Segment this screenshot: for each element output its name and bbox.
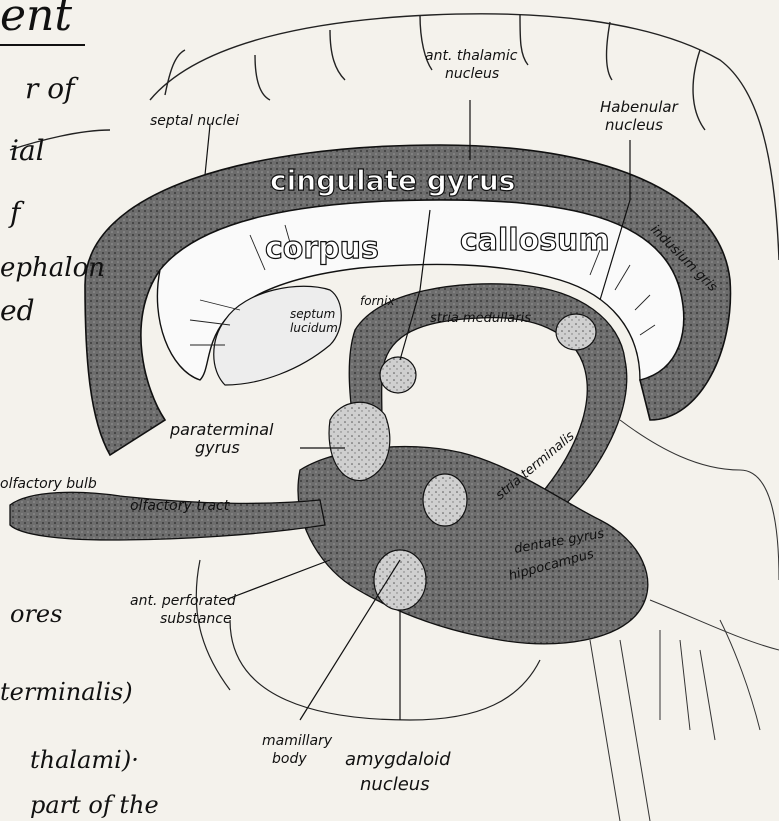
label-cingulate-gyrus: cingulate gyrus (270, 164, 515, 197)
margin-note-2: ial (10, 134, 45, 167)
habenular-nucleus-label: Habenular nucleus (600, 98, 679, 134)
bottom-note-3: thalami)· (30, 746, 139, 774)
label-olfactory-tract: olfactory tract (130, 498, 230, 514)
bottom-note-1: ores (10, 600, 62, 628)
label-septal-nuclei: septal nuclei (150, 113, 239, 129)
svg-text:nucleus: nucleus (445, 66, 499, 82)
svg-text:substance: substance (160, 611, 232, 627)
svg-text:mamillary: mamillary (262, 733, 333, 749)
amygdaloid-nucleus-dot (374, 550, 426, 610)
margin-note-1: r of (25, 72, 79, 105)
amygdaloid-nucleus-label: amygdaloid nucleus (345, 749, 451, 795)
margin-note-3: f (8, 196, 25, 229)
bottom-note-2: terminalis) (0, 678, 133, 706)
svg-text:amygdaloid: amygdaloid (345, 749, 451, 770)
septum-lucidum-label: septum lucidum (290, 307, 338, 335)
habenular-nucleus-dot (556, 314, 596, 350)
ant-thalamic-nucleus-dot (380, 357, 416, 393)
label-stria-medullaris: stria medullaris (430, 311, 531, 326)
bottom-note-4: part of the (30, 791, 159, 819)
ant-perforated-substance-label: ant. perforated substance (130, 593, 236, 627)
paraterminal-region (329, 402, 390, 480)
svg-text:ant. thalamic: ant. thalamic (425, 48, 518, 64)
paraterminal-gyrus-label: paraterminal gyrus (169, 420, 274, 457)
ant-thalamic-nucleus-label: ant. thalamic nucleus (425, 48, 518, 82)
label-olfactory-bulb: olfactory bulb (0, 476, 97, 492)
label-callosum: callosum (460, 223, 610, 258)
svg-text:paraterminal: paraterminal (169, 420, 274, 439)
svg-text:Habenular: Habenular (600, 98, 679, 116)
mamillary-body-dot (423, 474, 467, 526)
label-corpus: corpus (265, 231, 379, 266)
svg-text:nucleus: nucleus (360, 774, 430, 795)
mamillary-body-label: mamillary body (262, 733, 333, 767)
svg-text:body: body (272, 751, 307, 767)
svg-text:lucidum: lucidum (290, 321, 338, 335)
label-fornix: fornix (360, 294, 395, 308)
svg-text:gyrus: gyrus (195, 438, 240, 457)
svg-text:ant. perforated: ant. perforated (130, 593, 236, 609)
margin-note-5: ed (0, 294, 35, 327)
svg-text:septum: septum (290, 307, 335, 321)
title-fragment: ent (0, 0, 72, 41)
svg-text:nucleus: nucleus (605, 116, 663, 134)
margin-note-4: ephalon (0, 253, 105, 283)
